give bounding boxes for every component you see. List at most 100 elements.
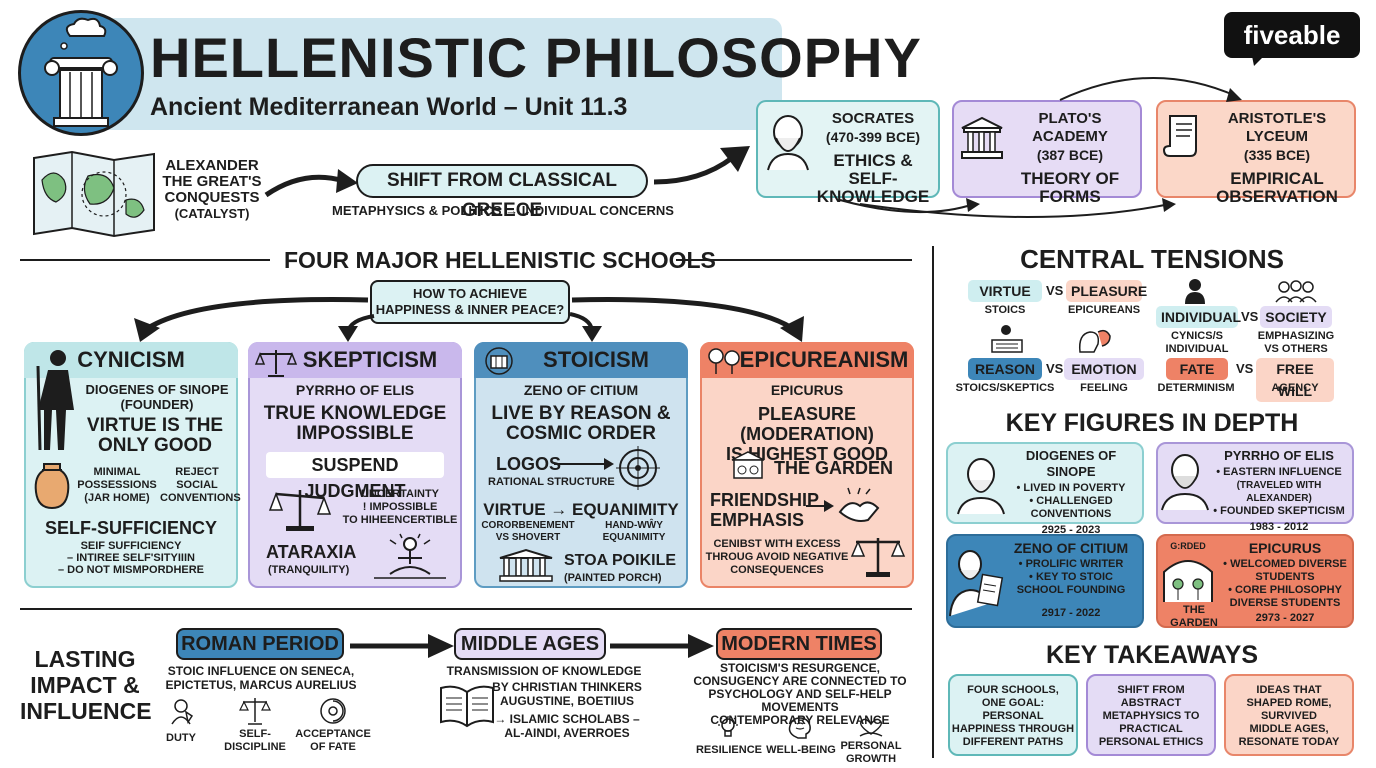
temple-icon (961, 116, 1003, 159)
tension-determinism: DETERMINISM (1157, 382, 1235, 394)
tension-stoics-skeptics: STOICS/SKEPTICS (955, 382, 1055, 394)
middle-text-thinkers: BY CHRISTIAN THINKERS AUGUSTINE, BOETIIU… (492, 680, 642, 708)
catalyst-label: ALEXANDER THE GREAT'S CONQUESTS (CATALYS… (162, 157, 262, 222)
question-arrows (134, 297, 804, 342)
garden-caption: THE GARDEN (1170, 604, 1218, 629)
takeaway-card-2: SHIFT FROM ABSTRACT METAPHYSICS TO PRACT… (1086, 674, 1216, 756)
stoicism-title: STOICISM (474, 342, 688, 378)
meditating-figure-icon (374, 533, 446, 579)
question-pill: HOW TO ACHIEVE HAPPINESS & INNER PEACE? (370, 280, 570, 324)
tension-emotion: EMOTION (1064, 358, 1144, 380)
tension-free-will: FREE WILL (1256, 358, 1334, 402)
tension-emphasizing: EMPHASIZING VS OTHERS (1257, 330, 1335, 355)
stoicism-place-sub: (PAINTED PORCH) (564, 572, 662, 584)
roman-period-pill: ROMAN PERIOD (176, 628, 344, 660)
scroll-icon (1162, 115, 1197, 157)
garden-gate-icon (731, 451, 765, 479)
stoicism-logos-sub: RATIONAL STRUCTURE (488, 476, 615, 488)
stoicism-virtue: VIRTUE → EQUANIMITY (483, 500, 679, 519)
middle-text-islamic: → ISLAMIC SCHOLABS – AL-AINDI, AVERROES (494, 712, 640, 740)
brand-logo-tail (1252, 56, 1264, 66)
diogenes-figure-icon (36, 350, 74, 451)
card-stoicism: STOICISM (474, 342, 688, 588)
page-title: HELLENISTIC PHILOSOPHY (150, 26, 922, 89)
stoa-building-icon (499, 548, 553, 582)
stoicism-place: STOA POIKILE (564, 552, 677, 569)
cynicism-key-notes: SEIF SUFFICIENCY – INTIREE SELF'SITYIIIN… (57, 540, 205, 576)
tension-individual: INDIVIDUAL (1156, 306, 1241, 328)
figure-zeno-text: ZENO OF CITIUM • PROLIFIC WRITER • KEY T… (1013, 540, 1129, 619)
tension-fate: FATE (1166, 358, 1228, 380)
tension-epicureans: EPICUREANS (1067, 304, 1141, 316)
timeline-arrow-2 (610, 634, 714, 658)
shift-pill: SHIFT FROM CLASSICAL GREECE (356, 164, 648, 221)
stoa-emblem-icon (485, 347, 513, 375)
middle-ages-pill: MIDDLE AGES (454, 628, 606, 660)
impact-title: LASTING IMPACT & INFLUENCE (20, 646, 152, 724)
stoicism-virtue-left: CORORBENEMENT VS SHOVERT (481, 520, 575, 543)
discipline-scale-icon (239, 698, 271, 725)
tensions-title: CENTRAL TENSIONS (1020, 244, 1284, 274)
lineage-arrows (839, 77, 1242, 218)
tension-pleasure: PLEASURE (1066, 280, 1147, 302)
right-column-divider (932, 246, 934, 758)
tension-vs-1: VS (1046, 283, 1064, 298)
schools-divider-right (676, 259, 912, 261)
tension-society: SOCIETY (1260, 306, 1332, 328)
epicureanism-tenet: PLEASURE (MODERATION) IS HIGHEST GOOD (725, 404, 889, 464)
fate-icon (320, 698, 346, 724)
shift-caption: METAPHYSICS & POLITICS → INDIVIDUAL CONC… (332, 203, 674, 218)
brand-logo[interactable]: fiveable (1224, 12, 1360, 58)
takeaways-title: KEY TAKEAWAYS (1045, 641, 1259, 669)
garden-sign: G:RDED (1170, 541, 1206, 551)
tension-feeling: FEELING (1080, 382, 1128, 394)
modern-text: STOICISM'S RESURGENCE, CONSUGENCY ARE CO… (693, 661, 907, 727)
skepticism-notes: UNCERTAINTY ! IMPOSSIBLE TO HIHEENCERTIB… (342, 488, 458, 526)
diogenes-bust-icon (957, 458, 1005, 515)
group-icon (1275, 280, 1317, 303)
tension-virtue: VIRTUE (968, 280, 1042, 302)
person-icon (1185, 279, 1205, 304)
stoicism-logos: LOGOS (496, 454, 562, 474)
plato-text: PLATO'S ACADEMY (387 BCE) THEORY OF FORM… (1020, 110, 1120, 206)
skepticism-end: ATARAXIA (266, 542, 357, 562)
roman-icon-label-discipline: SELF- DISCIPLINE (224, 728, 286, 753)
middle-text: TRANSMISSION OF KNOWLEDGE (446, 664, 642, 678)
figure-pyrrho-text: PYRRHO OF ELIS • EASTERN INFLUENCE (TRAV… (1213, 448, 1345, 533)
logos-target-icon (554, 446, 660, 490)
cynicism-right-note: REJECT SOCIAL CONVENTIONS (160, 466, 241, 504)
roman-icon-label-fate: ACCEPTANCE OF FATE (295, 728, 371, 753)
modern-times-pill: MODERN TIMES (716, 628, 882, 660)
epicureanism-founder: EPICURUS (770, 382, 844, 398)
modern-icon-label-wellbeing: WELL-BEING (766, 744, 836, 756)
epicureanism-garden: THE GARDEN (774, 458, 894, 478)
tension-cynics: CYNICS/S INDIVIDUAL (1165, 330, 1229, 355)
tension-vs-2: VS (1241, 309, 1259, 324)
book-icon (440, 685, 494, 728)
modern-icon-label-resilience: RESILIENCE (695, 744, 762, 756)
stoicism-virtue-right: HAND-WŴY EQUANIMITY (602, 520, 666, 543)
skepticism-key: SUSPEND JUDGMENT (266, 452, 444, 501)
moderation-scale-icon (850, 538, 906, 577)
modern-icon-label-growth: PERSONAL GROWTH (840, 740, 902, 765)
skepticism-end-sub: (TRANQUILITY) (268, 564, 350, 576)
ionic-column-icon (44, 17, 118, 127)
skepticism-title: SKEPTICISM (248, 342, 462, 378)
figure-epicurus-text: EPICURUS • WELCOMED DIVERSE STUDENTS • C… (1223, 540, 1347, 624)
shift-arrow (653, 146, 750, 185)
roman-text: STOIC INFLUENCE ON SENECA, EPICTETUS, MA… (165, 664, 357, 692)
takeaway-card-3: IDEAS THAT SHAPED ROME, SURVIVED MIDDLE … (1224, 674, 1354, 756)
catalyst-arrow (264, 169, 358, 198)
brain-icon (788, 717, 811, 739)
figures-title: KEY FIGURES IN DEPTH (1005, 409, 1299, 437)
timeline-arrow-1 (350, 634, 454, 658)
aristotle-text: ARISTOTLE'S LYCEUM (335 BCE) EMPIRICAL O… (1216, 110, 1338, 206)
schools-divider-left (20, 259, 270, 261)
tension-stoics: STOICS (984, 304, 1026, 316)
stoicism-tenet: LIVE BY REASON & COSMIC ORDER (491, 403, 671, 444)
writing-icon (991, 325, 1023, 353)
trees-icon (708, 348, 740, 374)
handshake-icon (806, 487, 880, 522)
balance-scale-icon (268, 490, 332, 531)
figure-card-zeno (946, 534, 1144, 628)
